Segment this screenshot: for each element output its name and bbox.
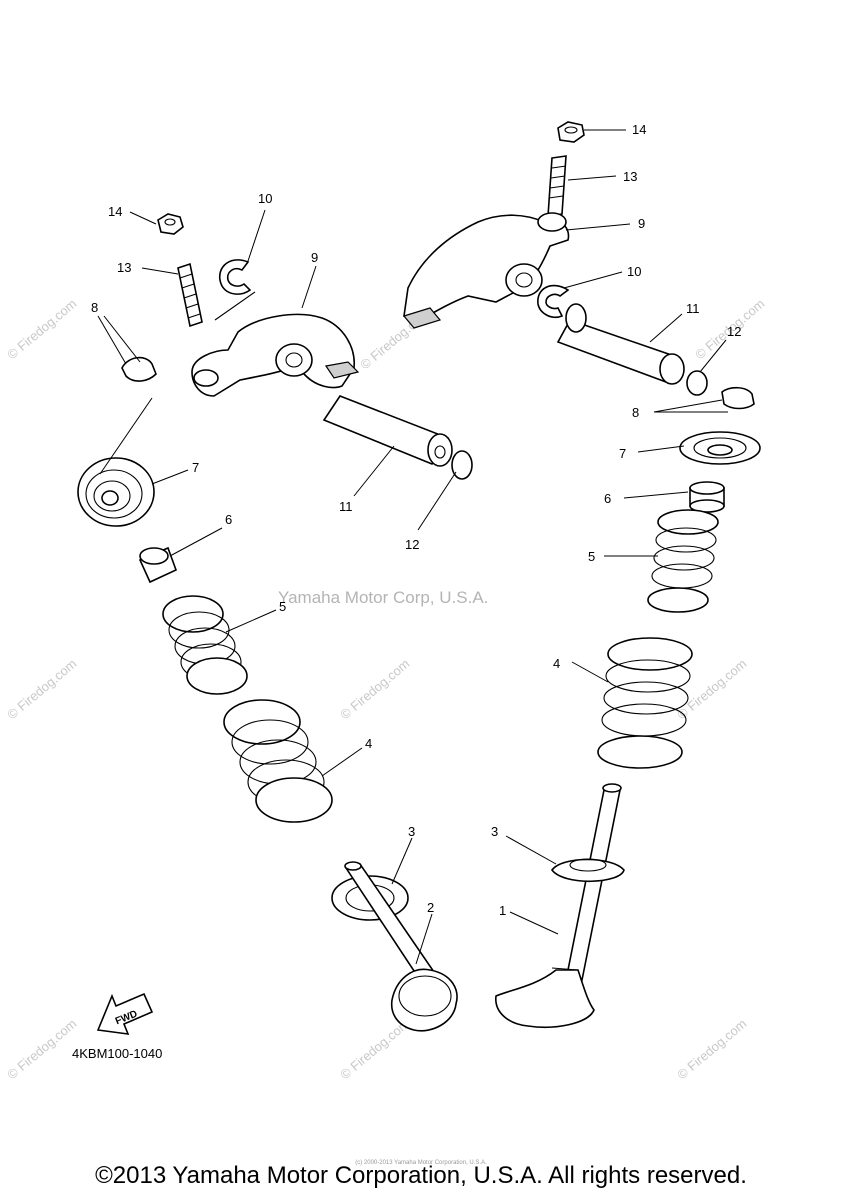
watermark-text: © Firedog.com [674, 1016, 749, 1082]
adjuster-screw-13-left [177, 262, 203, 328]
nut-14-right [557, 121, 585, 143]
callout-14: 14 [632, 122, 646, 137]
rocker-arm-9-left [191, 313, 360, 397]
o-ring-12-left [451, 450, 473, 480]
callout-2: 2 [427, 900, 434, 915]
inner-spring-4-left [162, 595, 248, 695]
watermark-text: © Firedog.com [4, 296, 79, 362]
callout-13: 13 [623, 169, 637, 184]
callout-3: 3 [408, 824, 415, 839]
callout-7: 7 [619, 446, 626, 461]
callout-5: 4 [365, 736, 372, 751]
watermark-text: © Firedog.com [337, 656, 412, 722]
spring-seat-3-right [551, 858, 625, 883]
fine-print: (c) 2000-2013 Yamaha Motor Corporation, … [355, 1160, 487, 1166]
callout-12: 12 [405, 537, 419, 552]
callout-6: 6 [225, 512, 232, 527]
callout-14: 14 [108, 204, 122, 219]
outer-spring-5-right [597, 637, 693, 769]
spring-retainer-7-left [77, 457, 155, 527]
watermark-text: © Firedog.com [337, 1016, 412, 1082]
stem-seal-6-left [138, 546, 178, 584]
lock-washer-10-right [537, 284, 570, 319]
callout-4: 5 [588, 549, 595, 564]
valve-1 [495, 783, 622, 1029]
callout-4: 5 [279, 599, 286, 614]
callout-3: 3 [491, 824, 498, 839]
callout-8: 8 [91, 300, 98, 315]
valve-collet-8-right [721, 386, 755, 410]
callout-8: 8 [632, 405, 639, 420]
watermark-text: © Firedog.com [674, 656, 749, 722]
lock-washer-10-left [214, 259, 256, 321]
valve-collet-8-left [121, 356, 157, 382]
stem-seal-6-right [689, 481, 725, 513]
inner-spring-4-right [647, 509, 719, 613]
callout-1: 1 [499, 903, 506, 918]
callout-11: 11 [339, 499, 353, 514]
callout-10: 10 [258, 191, 272, 206]
o-ring-12-right [686, 370, 708, 396]
spring-retainer-7-right [679, 431, 761, 465]
callout-9: 9 [638, 216, 645, 231]
callouts: 14 10 13 9 8 7 11 12 6 5 4 3 [91, 122, 741, 965]
nut-14-left [157, 213, 184, 235]
adjuster-screw-13-right [547, 155, 567, 217]
watermark-text: © Firedog.com [4, 1016, 79, 1082]
drawing-code: 4KBM100-1040 [72, 1046, 163, 1061]
rocker-arm-9-right [402, 212, 570, 329]
forward-arrow-icon: FWD [96, 992, 154, 1035]
outer-spring-5-left [223, 699, 333, 823]
rocker-shaft-11-left [322, 395, 453, 467]
callout-6: 6 [604, 491, 611, 506]
watermark-text: © Firedog.com [4, 656, 79, 722]
callout-9: 9 [311, 250, 318, 265]
copyright-notice: ©2013 Yamaha Motor Corporation, U.S.A. A… [95, 1162, 747, 1189]
callout-12: 12 [727, 324, 741, 339]
callout-5: 4 [553, 656, 560, 671]
callout-7: 7 [192, 460, 199, 475]
center-watermark: Yamaha Motor Corp, U.S.A. [278, 588, 488, 607]
rocker-shaft-11-right [556, 303, 685, 385]
valve-2 [344, 861, 458, 1032]
callout-10: 10 [627, 264, 641, 279]
callout-11: 11 [686, 301, 700, 316]
callout-13: 13 [117, 260, 131, 275]
